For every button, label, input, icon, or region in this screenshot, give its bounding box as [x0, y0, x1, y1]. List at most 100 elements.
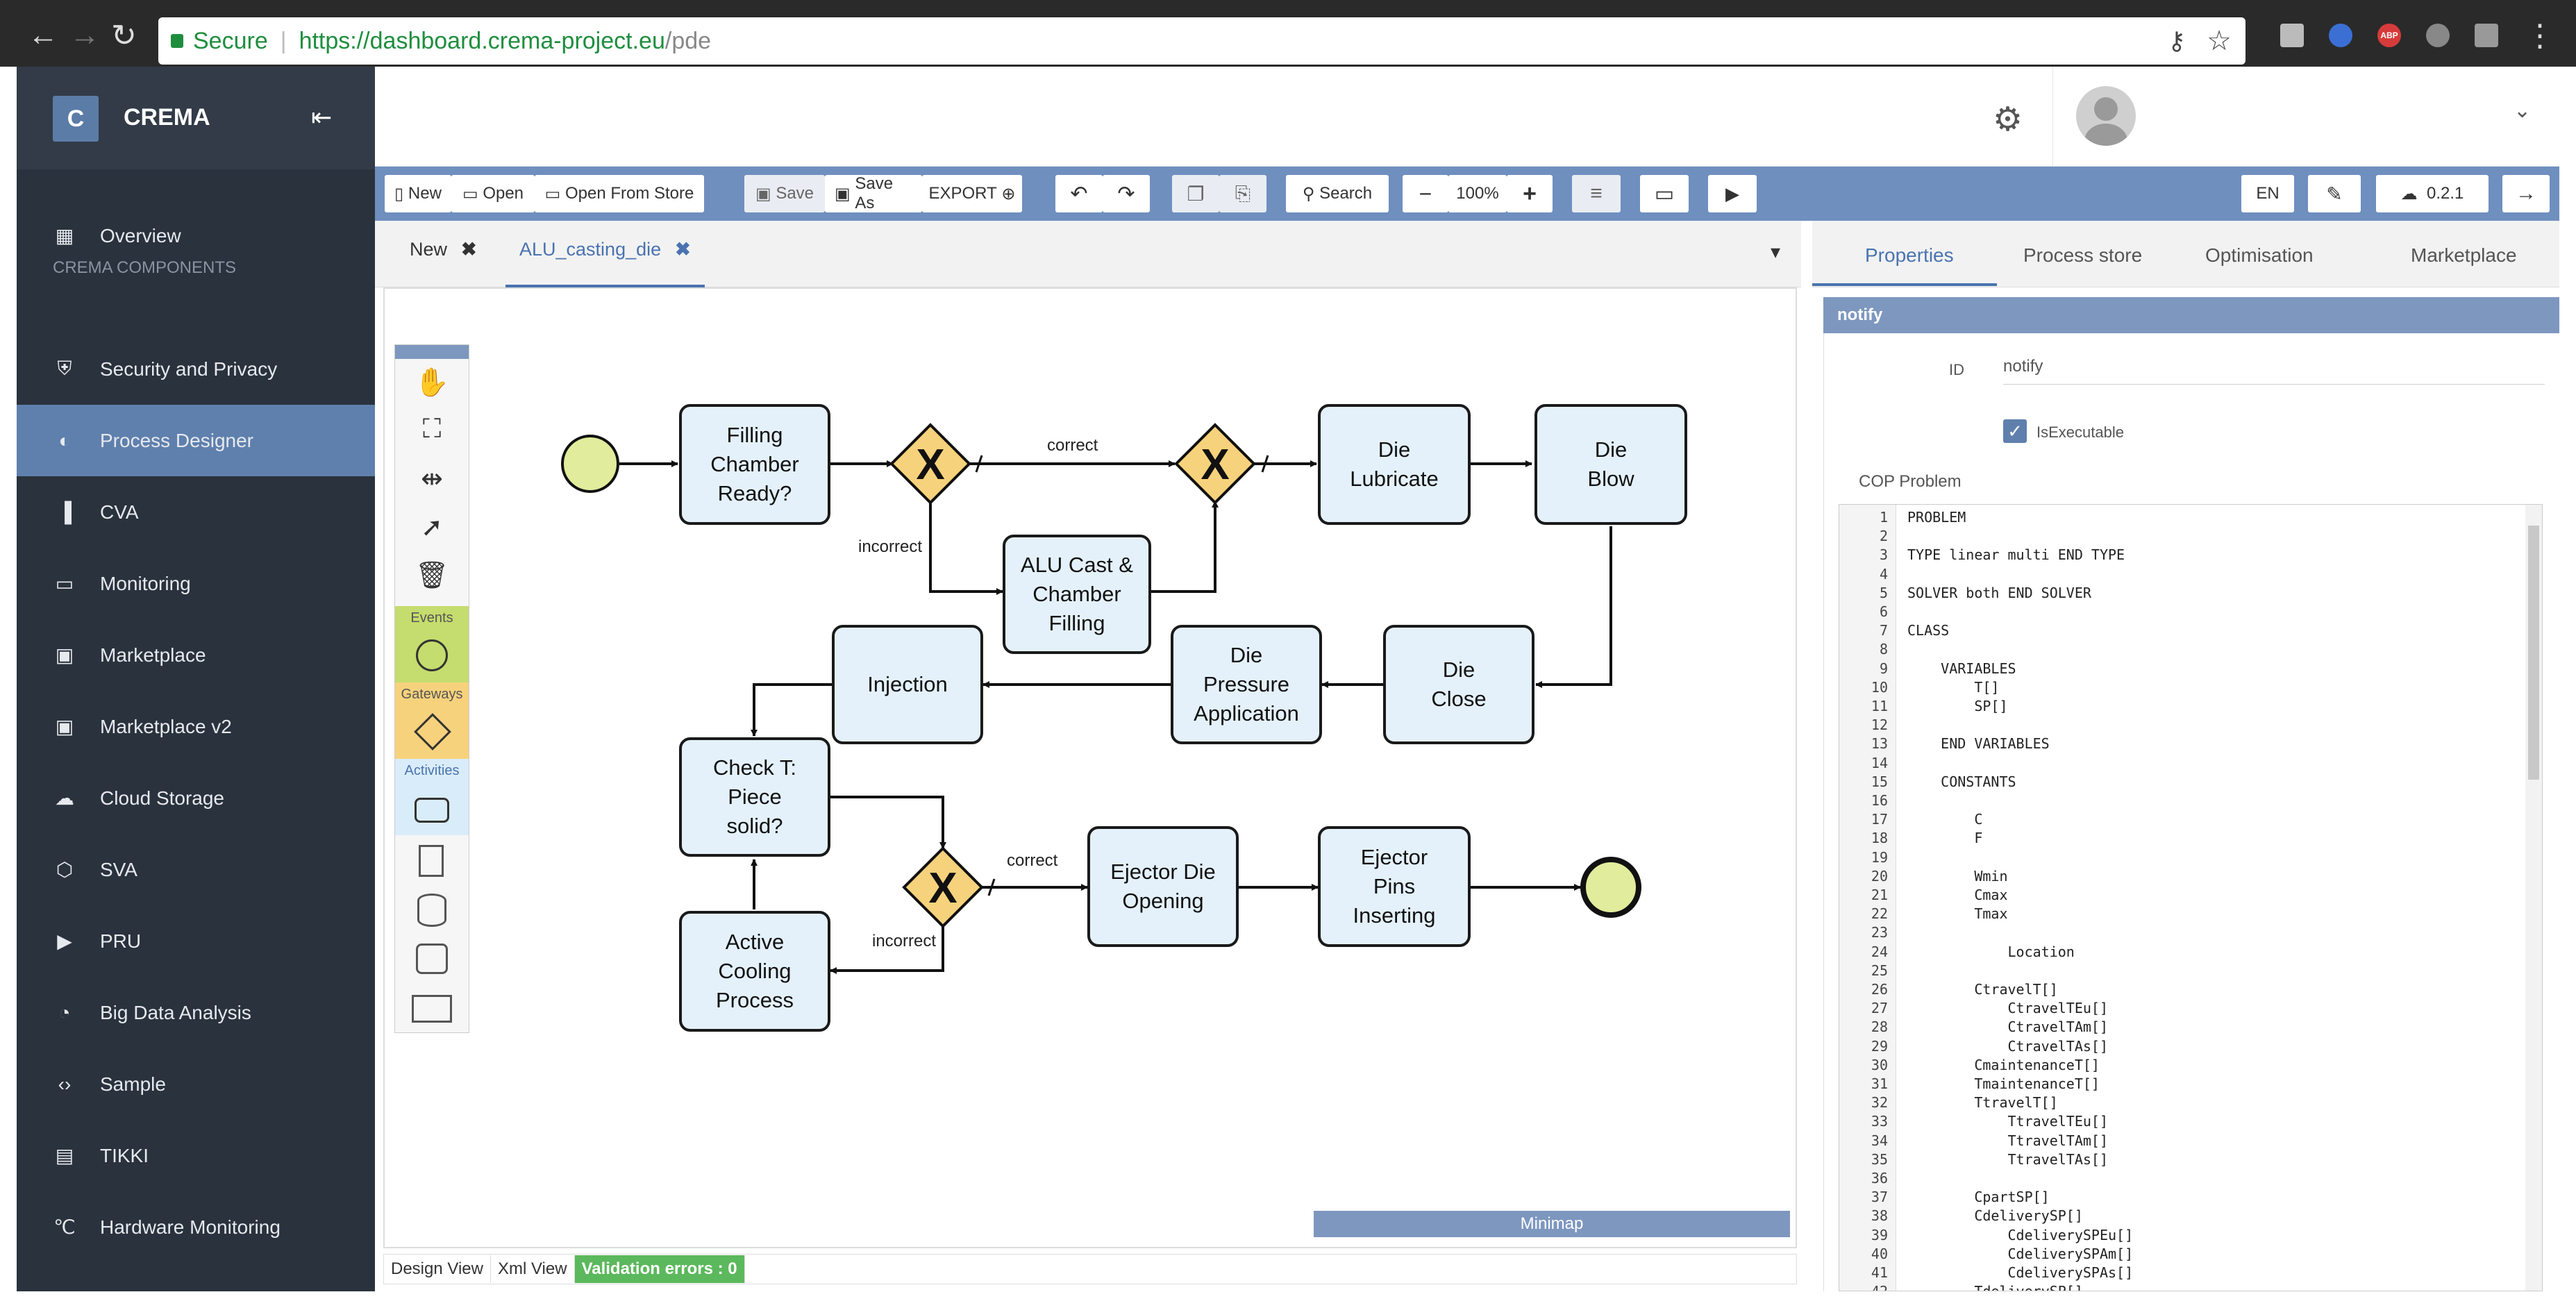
- flow-alucast-gateway2[interactable]: [1151, 501, 1219, 593]
- task-ejector-die-opening[interactable]: Ejector Die Opening: [1087, 826, 1239, 947]
- minimap-toggle[interactable]: Minimap: [1314, 1211, 1790, 1237]
- data-store-tool-icon[interactable]: [417, 894, 446, 927]
- flow-incorrect-2[interactable]: [830, 925, 944, 974]
- address-bar[interactable]: Secure | https://dashboard.crema-project…: [158, 17, 2245, 65]
- task-die-pressure-application[interactable]: Die Pressure Application: [1171, 625, 1322, 744]
- task-check-t-piece-solid[interactable]: Check T: Piece solid?: [679, 737, 830, 857]
- back-icon[interactable]: ←: [28, 18, 58, 52]
- tab-new[interactable]: New✖: [410, 239, 477, 287]
- undo-button[interactable]: ↶: [1055, 175, 1103, 212]
- sidebar-item-pru[interactable]: ▶PRU: [17, 905, 375, 977]
- reload-icon[interactable]: ↻: [111, 19, 137, 53]
- exclusive-gateway-2[interactable]: [1174, 423, 1256, 505]
- flow-incorrect-1[interactable]: [929, 501, 1003, 595]
- brush-button[interactable]: ✎: [2308, 175, 2361, 212]
- browser-menu-icon[interactable]: ⋮: [2525, 19, 2555, 53]
- key-icon[interactable]: ⚷: [2167, 26, 2186, 55]
- exclusive-gateway-3[interactable]: [902, 846, 984, 928]
- flow-check-gateway3[interactable]: [830, 796, 946, 849]
- sidebar-item-tikki[interactable]: ▤TIKKI: [17, 1120, 375, 1191]
- task-active-cooling-process[interactable]: Active Cooling Process: [679, 911, 830, 1032]
- tab-alu-casting-die[interactable]: ALU_casting_die✖: [505, 239, 705, 287]
- data-object-tool-icon[interactable]: [419, 845, 444, 877]
- tab-process-store[interactable]: Process store: [2023, 244, 2143, 266]
- tab-optimisation[interactable]: Optimisation: [2205, 244, 2314, 266]
- save-button[interactable]: ▣ Save: [744, 175, 825, 212]
- collapse-sidebar-icon[interactable]: ⇤: [311, 103, 333, 131]
- sidebar-item-sva[interactable]: ⬡SVA: [17, 834, 375, 905]
- avatar[interactable]: [2076, 86, 2136, 146]
- close-tab-icon[interactable]: ✖: [675, 239, 691, 260]
- sidebar-item-security-and-privacy[interactable]: ⛨Security and Privacy: [17, 333, 375, 405]
- sidebar-item-marketplace-v2[interactable]: ▣Marketplace v2: [17, 691, 375, 762]
- sidebar-item-cva[interactable]: ▐CVA: [17, 476, 375, 548]
- copy-button[interactable]: ❐: [1172, 175, 1219, 212]
- code-scrollbar-thumb[interactable]: [2528, 526, 2539, 780]
- open-button[interactable]: ▭ Open: [451, 175, 535, 212]
- xml-view-tab[interactable]: Xml View: [491, 1255, 575, 1283]
- task-alu-cast-chamber-filling[interactable]: ALU Cast & Chamber Filling: [1003, 535, 1151, 654]
- adblock-icon[interactable]: ABP: [2377, 24, 2401, 47]
- design-view-tab[interactable]: Design View: [384, 1255, 491, 1283]
- hand-tool-icon[interactable]: ✋: [415, 367, 449, 398]
- delete-icon[interactable]: 🗑: [415, 561, 449, 590]
- exclusive-gateway-1[interactable]: [889, 423, 971, 505]
- flow-blow-close[interactable]: [1535, 526, 1612, 688]
- task-die-close[interactable]: Die Close: [1383, 625, 1534, 744]
- sidebar-item-marketplace[interactable]: ▣Marketplace: [17, 619, 375, 691]
- space-tool-icon[interactable]: ⇹: [421, 464, 443, 494]
- sidebar-item-overview[interactable]: ▦Overview: [17, 200, 375, 271]
- shield-ext-icon[interactable]: [2426, 24, 2450, 47]
- align-button[interactable]: ≡: [1572, 175, 1621, 212]
- play-button[interactable]: ▶: [1708, 175, 1757, 212]
- language-button[interactable]: EN: [2241, 175, 2294, 212]
- sidebar-item-cloud-storage[interactable]: ☁Cloud Storage: [17, 762, 375, 834]
- task-injection[interactable]: Injection: [832, 625, 983, 744]
- export-button[interactable]: EXPORT ⊕: [922, 175, 1022, 212]
- open-from-store-button[interactable]: ▭ Open From Store: [535, 175, 704, 212]
- start-event[interactable]: [561, 435, 619, 493]
- sidebar-item-process-designer[interactable]: ◐Process Designer: [17, 405, 375, 476]
- executable-checkbox[interactable]: ✓: [2003, 419, 2027, 443]
- sidebar-item-big-data-analysis[interactable]: ◔Big Data Analysis: [17, 977, 375, 1048]
- zoom-in-button[interactable]: +: [1507, 175, 1553, 212]
- task-tool-icon[interactable]: [415, 798, 449, 823]
- task-die-lubricate[interactable]: Die Lubricate: [1318, 404, 1471, 525]
- ghostery-icon[interactable]: [2329, 24, 2352, 47]
- id-field[interactable]: notify: [2003, 357, 2545, 385]
- new-button[interactable]: ▯ New: [385, 175, 451, 212]
- forward-icon[interactable]: →: [69, 18, 100, 52]
- search-button[interactable]: ⚲ Search: [1286, 175, 1389, 212]
- sidebar-item-sample[interactable]: ‹›Sample: [17, 1048, 375, 1120]
- task-die-blow[interactable]: Die Blow: [1534, 404, 1687, 525]
- save-as-button[interactable]: ▣ Save As: [825, 174, 922, 212]
- pdf-icon[interactable]: [2475, 24, 2498, 47]
- lasso-tool-icon[interactable]: ⛶: [422, 414, 442, 444]
- task-ejector-pins-inserting[interactable]: Ejector Pins Inserting: [1318, 826, 1471, 947]
- code-scrollbar[interactable]: [2525, 505, 2542, 1291]
- end-event[interactable]: [1580, 857, 1641, 918]
- cast-icon[interactable]: [2280, 24, 2304, 47]
- user-menu-chevron-icon[interactable]: ⌄: [2514, 99, 2532, 122]
- version-button[interactable]: ☁ 0.2.1: [2376, 175, 2489, 212]
- zoom-out-button[interactable]: −: [1403, 175, 1448, 212]
- tabs-menu-icon[interactable]: ▾: [1771, 241, 1781, 262]
- sidebar-item-monitoring[interactable]: ▭Monitoring: [17, 548, 375, 619]
- flow-injection-check[interactable]: [751, 683, 832, 737]
- paste-button[interactable]: ⎘: [1219, 175, 1266, 212]
- subprocess-tool-icon[interactable]: [416, 944, 448, 974]
- star-icon[interactable]: ☆: [2207, 26, 2232, 56]
- present-button[interactable]: ▭: [1640, 175, 1689, 212]
- tab-marketplace[interactable]: Marketplace: [2411, 244, 2517, 266]
- settings-icon[interactable]: ⚙: [1993, 101, 2023, 138]
- connect-tool-icon[interactable]: ➚: [421, 513, 443, 542]
- redo-button[interactable]: ↷: [1103, 175, 1150, 212]
- validation-status-badge[interactable]: Validation errors : 0: [574, 1255, 745, 1283]
- task-filling-chamber-ready[interactable]: Filling Chamber Ready?: [679, 404, 830, 525]
- pool-tool-icon[interactable]: [412, 995, 452, 1023]
- close-tab-icon[interactable]: ✖: [461, 239, 477, 260]
- logout-button[interactable]: →: [2502, 175, 2550, 212]
- tab-properties[interactable]: Properties: [1865, 244, 1954, 266]
